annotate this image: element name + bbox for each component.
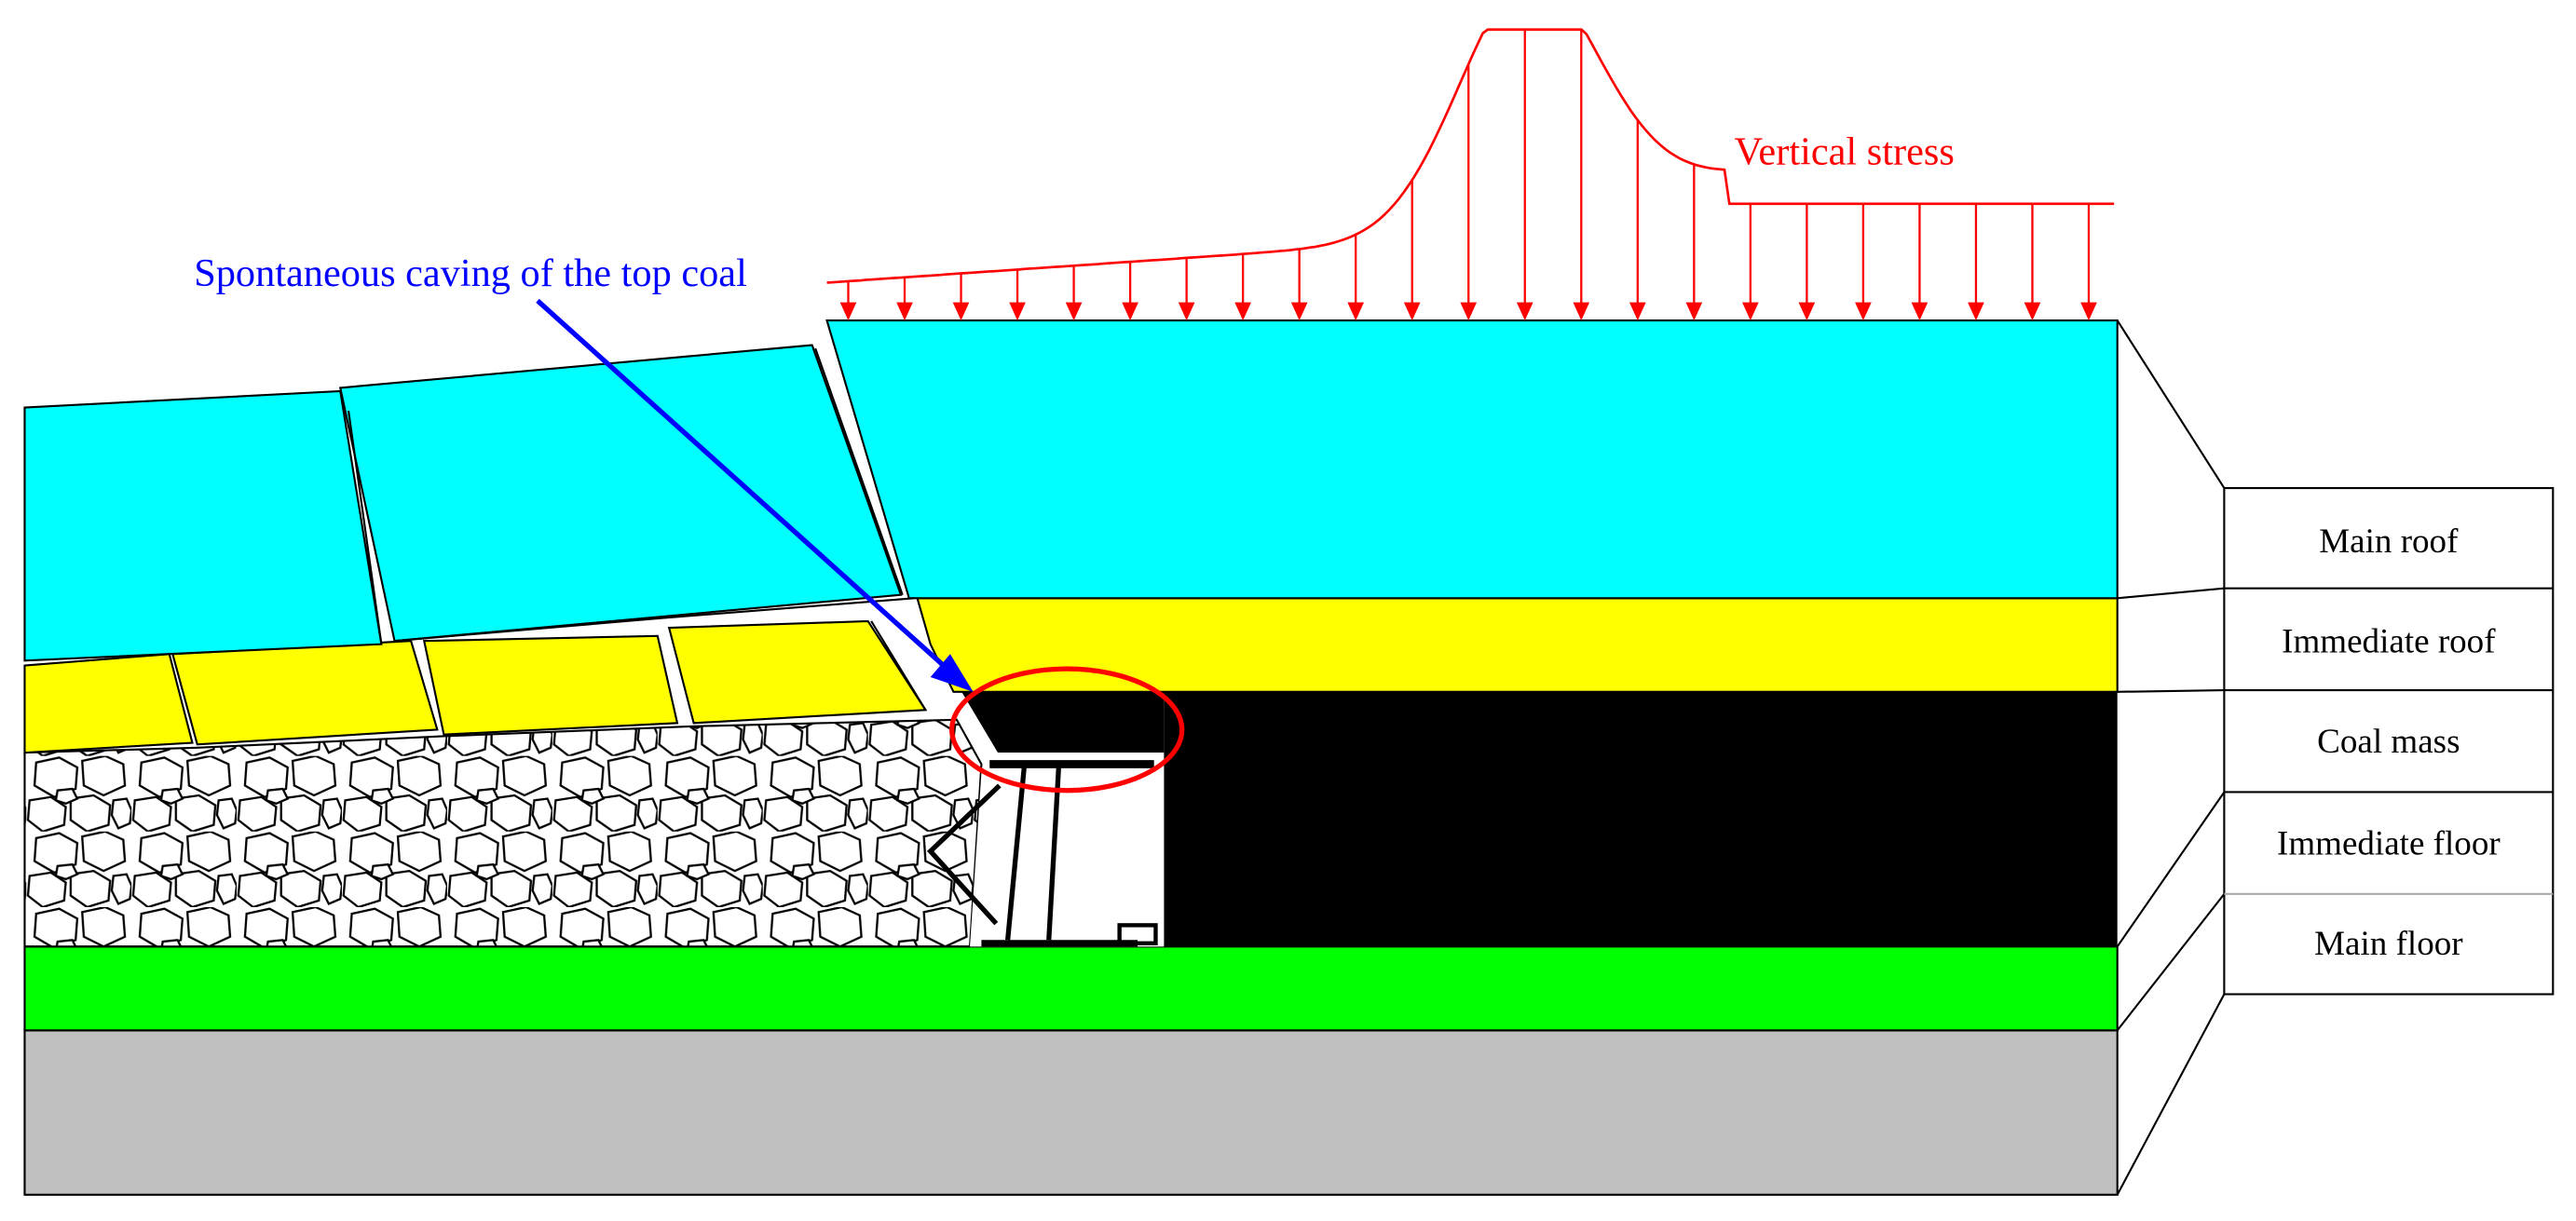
- caving-ellipse: [949, 666, 1185, 794]
- main-roof-layer: [825, 319, 2119, 600]
- stress-arrow-head: [1122, 302, 1138, 321]
- main-roof-block: [338, 344, 903, 643]
- stress-arrow-head: [1460, 302, 1478, 321]
- stress-arrow-head: [1629, 302, 1646, 321]
- main-roof-block: [23, 389, 383, 662]
- stress-arrow-head: [1573, 302, 1590, 321]
- stress-arrow-head: [839, 302, 857, 321]
- layer-legend: [2223, 486, 2555, 996]
- legend-main-floor: Main floor: [2314, 925, 2463, 963]
- vertical-stress-profile: [826, 28, 2115, 321]
- immediate-floor-layer: [23, 945, 2119, 1032]
- immediate-roof-layer: [916, 597, 2119, 693]
- stress-arrow-head: [2080, 302, 2097, 321]
- stress-arrow-head: [1742, 302, 1759, 321]
- stress-arrow-head: [1685, 302, 1703, 321]
- stress-arrow-head: [2024, 302, 2041, 321]
- immediate-roof-block: [170, 640, 439, 746]
- stress-arrow-head: [1065, 302, 1083, 321]
- working-space: [970, 753, 1165, 947]
- stress-arrow-head: [952, 302, 970, 321]
- goaf-rubble: [23, 718, 983, 948]
- legend-main-roof: Main roof: [2319, 522, 2459, 561]
- stress-arrow-head: [1798, 302, 1816, 321]
- legend-immediate-roof: Immediate roof: [2282, 622, 2496, 660]
- stress-arrow-head: [1855, 302, 1872, 321]
- stress-arrow-head: [1290, 302, 1308, 321]
- stress-arrow-head: [1009, 302, 1026, 321]
- immediate-roof-block: [422, 634, 679, 736]
- hydraulic-support-icon: [927, 760, 1158, 947]
- legend-immediate-floor: Immediate floor: [2277, 825, 2501, 863]
- immediate-roof-block: [667, 619, 928, 725]
- legend-leader-lines: [2116, 319, 2226, 1196]
- stress-curve: [826, 28, 2115, 284]
- immediate-roof-block: [23, 653, 194, 754]
- top-coal-caving-label: Spontaneous caving of the top coal: [194, 251, 747, 295]
- stress-arrow-head: [1516, 302, 1533, 321]
- main-floor-layer: [23, 1029, 2119, 1196]
- vertical-stress-label: Vertical stress: [1735, 129, 1955, 173]
- legend-coal-mass: Coal mass: [2317, 723, 2460, 761]
- stress-arrow-head: [1403, 302, 1421, 321]
- stress-arrow-head: [1178, 302, 1195, 321]
- stress-arrow-head: [1911, 302, 1929, 321]
- coal-mass-layer: [1164, 691, 2118, 947]
- top-coal: [961, 691, 1165, 753]
- stress-arrow-head: [896, 302, 913, 321]
- caving-arrow: [536, 298, 974, 692]
- fracture-lines: [348, 347, 927, 711]
- stress-arrow-head: [1347, 302, 1365, 321]
- stress-arrow-head: [1968, 302, 1984, 321]
- stress-arrow-head: [1234, 302, 1251, 321]
